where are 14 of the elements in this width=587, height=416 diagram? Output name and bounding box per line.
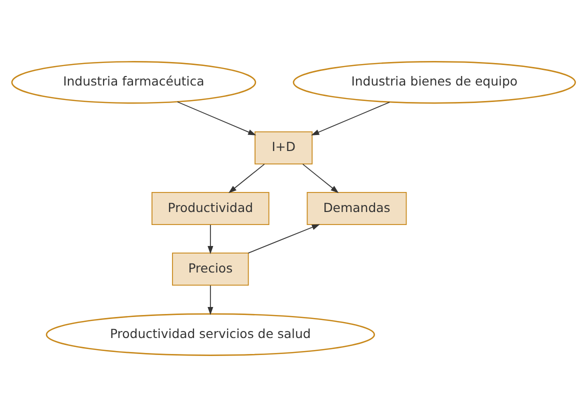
node-box: I+D [254,130,313,164]
node-ellipse: Industria farmacéutica [11,60,256,104]
arrow [228,163,265,193]
node-ellipse: Industria bienes de equipo [292,60,576,104]
arrow [208,224,214,254]
arrow [177,100,256,135]
node-box: Precios [172,252,249,286]
arrow [208,284,214,314]
node-box: Demandas [306,192,407,224]
node-ellipse: Productividad servicios de salud [46,312,375,356]
node-box: Productividad [152,192,270,224]
arrow [302,163,339,193]
arrow [248,224,320,253]
arrow [311,101,390,135]
